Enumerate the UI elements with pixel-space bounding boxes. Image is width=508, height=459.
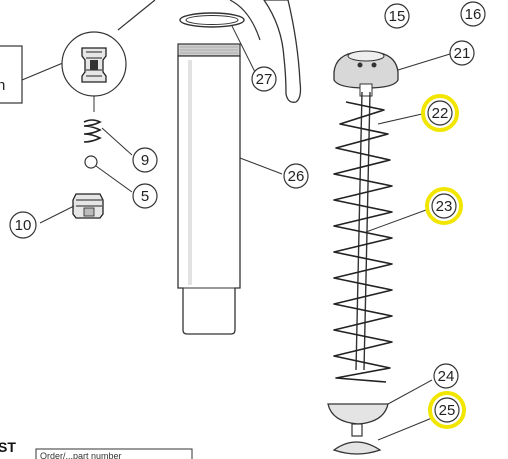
svg-text:26: 26	[288, 168, 305, 185]
leader-25	[377, 417, 433, 441]
leader-21	[397, 53, 451, 71]
callout-22: 22	[421, 94, 459, 132]
inset-box-label: n	[0, 77, 5, 94]
leader-24	[387, 379, 433, 405]
svg-text:23: 23	[436, 198, 453, 215]
svg-text:5: 5	[141, 188, 149, 205]
compression-spring	[333, 101, 393, 383]
coupler-body-part	[72, 193, 104, 219]
leader-10	[39, 205, 75, 224]
leader-22	[377, 113, 423, 125]
plunger-cup	[327, 403, 389, 425]
callout-layer: 15 16 21 22 23 24 25	[9, 1, 486, 429]
svg-text:21: 21	[454, 45, 471, 62]
barrel-gasket-ring	[179, 12, 245, 28]
small-spring-part	[83, 119, 102, 143]
callout-25-highlight	[428, 391, 466, 429]
handle-lever	[229, 0, 302, 103]
svg-text:9: 9	[141, 152, 149, 169]
callout-24: 24	[433, 363, 459, 389]
leader-5	[95, 165, 133, 193]
inset-box: n	[0, 45, 23, 104]
parts-table-cell: Order/...part number	[40, 451, 122, 459]
svg-text:24: 24	[438, 368, 455, 385]
svg-text:22: 22	[432, 105, 449, 122]
callout-9: 9	[132, 147, 158, 173]
follower-cap	[333, 50, 399, 97]
callout-5: 5	[132, 183, 158, 209]
top-connector-line	[117, 0, 156, 31]
callout-23-highlight	[425, 187, 463, 225]
t-handle	[332, 423, 382, 455]
parts-table-fragment: Order/...part number	[35, 448, 193, 459]
callout-22-highlight	[421, 94, 459, 132]
callout-27: 27	[251, 66, 277, 92]
leader-27	[231, 25, 256, 73]
coupler-magnifier	[61, 31, 127, 97]
leader-9	[101, 127, 133, 156]
grease-barrel	[177, 43, 241, 335]
callout-23: 23	[425, 187, 463, 225]
callout-15: 15	[384, 3, 410, 29]
svg-text:16: 16	[465, 6, 482, 23]
svg-text:15: 15	[389, 8, 406, 25]
callout-16: 16	[460, 1, 486, 27]
callout-25: 25	[428, 391, 466, 429]
svg-text:10: 10	[15, 217, 32, 234]
leader-23	[365, 209, 427, 233]
callout-26: 26	[283, 163, 309, 189]
section-heading-fragment: ST	[0, 439, 16, 455]
svg-text:27: 27	[256, 71, 273, 88]
small-ball-part	[84, 155, 98, 169]
svg-text:25: 25	[439, 402, 456, 419]
callout-21: 21	[449, 40, 475, 66]
callout-10: 10	[9, 211, 37, 239]
leader-26	[239, 157, 283, 175]
